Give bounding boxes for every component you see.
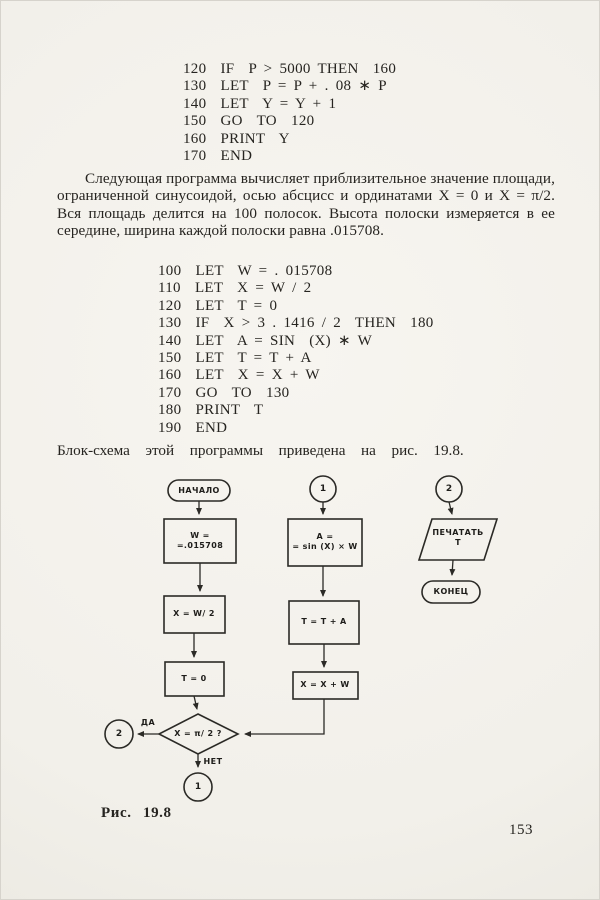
page-number: 153 [509, 822, 533, 838]
end-terminal-label: КОНЕЦ [433, 587, 469, 596]
decision-label: X = π/ 2 ? [174, 729, 222, 738]
w-init-label: W = =.015708 [176, 531, 224, 550]
connector-1-bottom-label: 1 [194, 782, 202, 792]
t-acc-label: T = T + A [301, 617, 347, 626]
a-calc-process-shape [287, 518, 363, 567]
figure-intro-sentence: Блок-схема этой программы приведена на р… [57, 442, 464, 459]
code-line: 100 LET W = . 015708 [158, 263, 333, 279]
basic-listing-1: 120 IF P > 5000 THEN 160 130 LET P = P +… [183, 61, 396, 165]
code-line: 170 GO TO 130 [158, 384, 290, 401]
code-line: 150 LET T = T + A [158, 350, 312, 367]
end-terminal-shape [421, 580, 481, 604]
code-line: 150 GO TO 120 [183, 113, 315, 130]
t-init-label: T = 0 [181, 674, 207, 683]
code-line: 160 PRINT Y [183, 130, 290, 147]
code-line: 180 PRINT T [158, 402, 264, 419]
figure-caption: Рис. 19.8 [101, 805, 172, 821]
x-inc-label: X = X + W [300, 680, 350, 689]
body-paragraph: Следующая программа вычисляет приблизите… [57, 170, 555, 239]
code-line: 120 IF P > 5000 THEN 160 [183, 61, 397, 77]
code-line: 140 LET Y = Y + 1 [183, 95, 337, 112]
code-line: 130 LET P = P + . 08 ∗ P [183, 78, 387, 95]
a-calc-label: A = = sin (X) × W [292, 532, 358, 551]
code-line: 120 LET T = 0 [158, 297, 278, 314]
yes-edge-label: ДА [140, 718, 156, 727]
no-edge-label: НЕТ [203, 757, 223, 766]
connector-1-top-label: 1 [319, 484, 327, 494]
print-label: ПЕЧАТАТЬ Т [432, 528, 484, 547]
flowchart-figure: НАЧАЛО W = =.015708 X = W/ 2 T = 0 X = π… [1, 471, 599, 811]
code-line: 190 END [158, 419, 228, 436]
code-line: 140 LET A = SIN (X) ∗ W [158, 332, 373, 349]
connector-1-bottom-shape [183, 772, 213, 802]
code-line: 110 LET X = W / 2 [158, 280, 312, 297]
x-init-label: X = W/ 2 [173, 609, 215, 618]
flowchart-canvas [104, 475, 499, 802]
code-line: 130 IF X > 3 . 1416 / 2 THEN 180 [158, 315, 434, 332]
x-inc-process-shape [292, 671, 359, 700]
basic-listing-2: 100 LET W = . 015708 110 LET X = W / 2 1… [158, 263, 434, 437]
connector-2-left-label: 2 [115, 729, 123, 739]
code-line: 160 LET X = X + W [158, 367, 320, 384]
connector-2-top-label: 2 [445, 484, 453, 494]
print-parallelogram-shape [417, 518, 499, 561]
start-terminal-label: НАЧАЛО [178, 486, 220, 495]
connector-2-left-shape [104, 719, 134, 749]
code-line: 170 END [183, 148, 253, 165]
loop-back-edge [244, 699, 325, 737]
